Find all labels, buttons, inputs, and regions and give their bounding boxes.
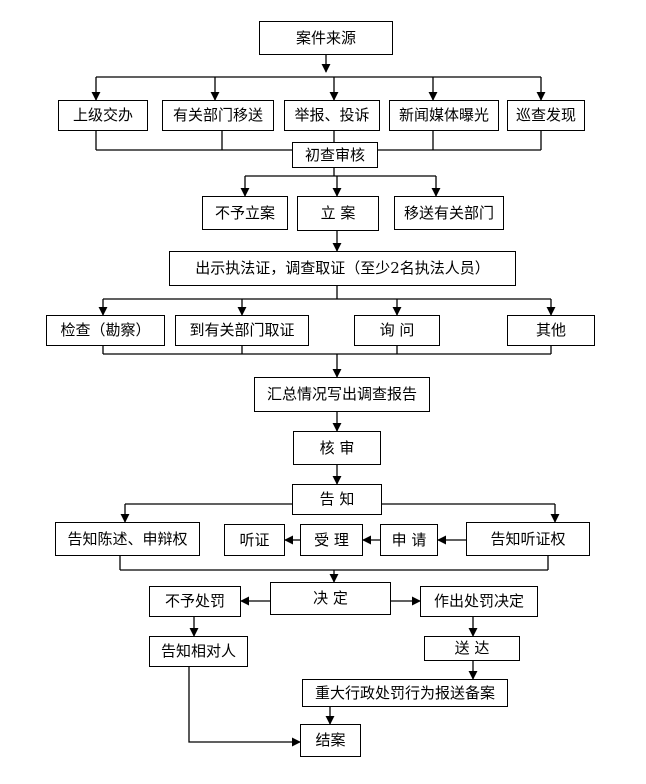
node-notify: 告 知 — [292, 484, 382, 515]
node-make-decision: 作出处罚决定 — [420, 586, 538, 617]
node-decide: 决 定 — [270, 582, 391, 615]
node-verify: 核 审 — [293, 431, 381, 465]
node-notify-party: 告知相对人 — [149, 636, 248, 667]
node-show-cert: 出示执法证，调查取证（至少2名执法人员） — [169, 251, 516, 286]
node-superior: 上级交办 — [58, 100, 148, 131]
node-summary: 汇总情况写出调查报告 — [254, 377, 430, 412]
node-dept-transfer: 有关部门移送 — [162, 100, 274, 131]
node-initial-review: 初查审核 — [292, 142, 378, 168]
node-inquire: 询 问 — [354, 315, 440, 346]
node-news: 新闻媒体曝光 — [389, 100, 499, 131]
node-accept: 受 理 — [300, 524, 363, 556]
node-apply: 申 请 — [380, 524, 438, 556]
node-no-case: 不予立案 — [202, 196, 288, 230]
node-no-penalty: 不予处罚 — [149, 586, 241, 617]
node-close: 结案 — [300, 724, 361, 757]
node-case-source: 案件来源 — [259, 21, 393, 55]
node-notify-defense: 告知陈述、申辩权 — [55, 522, 200, 556]
node-file-case: 立 案 — [297, 196, 379, 231]
node-transfer-dept: 移送有关部门 — [394, 196, 504, 230]
node-deliver: 送 达 — [424, 636, 520, 661]
arrow-notify-party-to-close — [188, 667, 301, 747]
node-other: 其他 — [507, 315, 595, 346]
node-patrol: 巡查发现 — [507, 100, 585, 131]
node-report: 举报、投诉 — [284, 100, 380, 131]
node-evidence-dept: 到有关部门取证 — [175, 315, 309, 346]
node-report-file: 重大行政处罚行为报送备案 — [302, 679, 508, 707]
node-notify-hearing: 告知听证权 — [466, 522, 590, 556]
node-hearing: 听证 — [224, 524, 285, 556]
node-inspect: 检查（勘察） — [46, 315, 165, 346]
